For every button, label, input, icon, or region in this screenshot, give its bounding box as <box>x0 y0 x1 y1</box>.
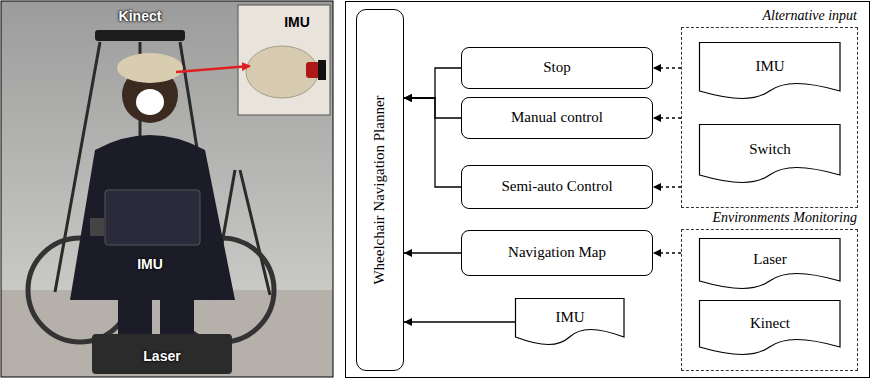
imu-sensor <box>318 60 326 80</box>
imu-sensor <box>306 62 320 78</box>
document-outline-path <box>700 43 841 99</box>
connector-arrow <box>653 186 681 187</box>
document-outline-path <box>700 239 841 289</box>
document-outline-path <box>516 299 625 345</box>
laptop <box>105 190 200 245</box>
document-shape: IMU <box>515 298 625 346</box>
document-shape: Switch <box>699 124 841 184</box>
photo-label: IMU <box>137 256 163 272</box>
face-mask <box>136 89 164 115</box>
kinect-sensor <box>95 30 185 41</box>
connector-arrow <box>404 68 461 98</box>
cap <box>117 53 183 83</box>
box-label: Stop <box>543 59 571 76</box>
connector-arrow <box>404 252 461 253</box>
photo-label: Kinect <box>119 8 162 24</box>
group-heading: Environments Monitoring <box>712 210 857 226</box>
person-leg <box>118 300 152 336</box>
connector-arrow <box>653 117 681 118</box>
dashed-group: Alternative inputIMUSwitch <box>681 27 858 208</box>
photo-frame <box>1 1 333 377</box>
planner-box: Wheelchair Navigation Planner <box>356 9 404 371</box>
box-label: Wheelchair Navigation Planner <box>371 95 388 284</box>
box-label: Switch <box>749 141 791 158</box>
tripod-leg <box>240 170 270 295</box>
document-outline-path <box>700 301 841 355</box>
inset-photo <box>238 5 330 115</box>
connector-arrow <box>404 321 515 322</box>
box-label: Kinect <box>750 315 790 332</box>
box-label: Manual control <box>511 109 603 126</box>
connector-arrow <box>404 98 461 187</box>
process-box: Stop <box>461 47 653 89</box>
connector-arrow <box>653 67 681 68</box>
photo-label: IMU <box>284 14 310 30</box>
dashed-group: Environments MonitoringLaserKinect <box>681 229 858 371</box>
connector-arrow <box>404 98 461 118</box>
box-label: IMU <box>555 309 584 326</box>
imu-device <box>90 218 104 236</box>
document-shape: IMU <box>699 42 841 100</box>
document-outline-path <box>700 125 841 183</box>
document-shape: Laser <box>699 238 841 290</box>
box-label: Navigation Map <box>508 244 606 261</box>
laser-base <box>92 334 232 374</box>
connector-arrow <box>653 252 681 253</box>
process-box: Manual control <box>461 97 653 139</box>
box-label: Semi-auto Control <box>501 178 612 195</box>
process-box: Navigation Map <box>461 230 653 276</box>
person-leg <box>160 300 194 336</box>
group-heading: Alternative input <box>763 8 857 24</box>
process-box: Semi-auto Control <box>461 165 653 209</box>
box-label: Laser <box>753 251 786 268</box>
document-shape: Kinect <box>699 300 841 356</box>
diagram-frame <box>346 2 870 378</box>
person-body <box>70 135 235 300</box>
box-label: IMU <box>755 58 784 75</box>
pointer-arrow <box>176 66 250 72</box>
photo-label: Laser <box>143 348 180 364</box>
